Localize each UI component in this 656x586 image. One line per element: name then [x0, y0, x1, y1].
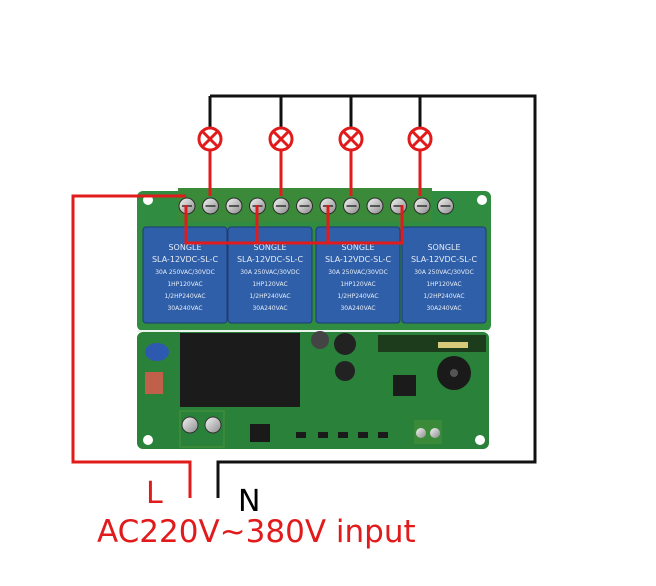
power-terminal-screw-l [181, 416, 199, 434]
capacitor-blue [145, 343, 169, 361]
relay-brand: SONGLE [168, 243, 201, 252]
mount-hole-bl [143, 435, 153, 445]
power-terminal-block [179, 410, 225, 448]
neutral-wire-top [210, 94, 537, 498]
relay-rating-1: 30A 250VAC/30VDC [155, 269, 215, 276]
lower-components [145, 331, 486, 448]
led-5 [378, 432, 388, 438]
led-3 [338, 432, 348, 438]
relay-rating-4: 30A240VAC [340, 305, 375, 312]
jumper [250, 424, 270, 442]
relay-rating-4: 30A240VAC [252, 305, 287, 312]
relay-model: SLA-12VDC-SL-C [411, 255, 477, 264]
relay-rating-2: 1HP120VAC [252, 281, 287, 288]
input-voltage-label: AC220V~380V input [97, 514, 416, 550]
dc-screw-2 [430, 428, 440, 438]
led-4 [358, 432, 368, 438]
relay-brand: SONGLE [341, 243, 374, 252]
transformer [180, 333, 300, 407]
dc-screw-1 [416, 428, 426, 438]
relay-rating-2: 1HP120VAC [340, 281, 375, 288]
top-terminal-block [178, 188, 454, 222]
relay-rating-3: 1/2HP240VAC [337, 293, 378, 300]
relay-rating-1: 30A 250VAC/30VDC [414, 269, 474, 276]
live-label: L [146, 476, 163, 511]
relay: SONGLE SLA-12VDC-SL-C 30A 250VAC/30VDC 1HP1… [315, 226, 401, 324]
lamp-icon [338, 126, 364, 152]
relay-rating-1: 30A 250VAC/30VDC [328, 269, 388, 276]
electrolytic-cap-1 [334, 333, 356, 355]
led-1 [296, 432, 306, 438]
relay-rating-3: 1/2HP240VAC [164, 293, 205, 300]
relay-model: SLA-12VDC-SL-C [152, 255, 218, 264]
relay-rating-4: 30A240VAC [426, 305, 461, 312]
ic-chip [393, 375, 416, 396]
live-wire [71, 194, 192, 498]
relay-group: SONGLE SLA-12VDC-SL-C 30A 250VAC/30VDC 1HP1… [142, 226, 487, 324]
neutral-label: N [238, 484, 261, 519]
fuse [145, 372, 163, 394]
relay-brand: SONGLE [253, 243, 286, 252]
lamp-group [197, 126, 433, 152]
mount-hole-br [475, 435, 485, 445]
relay-rating-3: 1/2HP240VAC [249, 293, 290, 300]
wiring [71, 94, 537, 498]
electrolytic-cap-2 [335, 361, 355, 381]
relay-model: SLA-12VDC-SL-C [237, 255, 303, 264]
relay-model: SLA-12VDC-SL-C [325, 255, 391, 264]
led-2 [318, 432, 328, 438]
lamp-icon [268, 126, 294, 152]
common-bridge [184, 205, 404, 245]
electrolytic-cap-3 [311, 331, 329, 349]
relay: SONGLE SLA-12VDC-SL-C 30A 250VAC/30VDC 1HP1… [401, 226, 487, 324]
relay-rating-3: 1/2HP240VAC [423, 293, 464, 300]
buzzer-center [450, 369, 458, 377]
relay-rating-4: 30A240VAC [167, 305, 202, 312]
antenna-coil [438, 342, 468, 348]
relay: SONGLE SLA-12VDC-SL-C 30A 250VAC/30VDC 1HP1… [227, 226, 313, 324]
radio-module [378, 335, 486, 352]
relay: SONGLE SLA-12VDC-SL-C 30A 250VAC/30VDC 1HP1… [142, 226, 228, 324]
lamp-icon [407, 126, 433, 152]
relay-rating-2: 1HP120VAC [426, 281, 461, 288]
relay-rating-1: 30A 250VAC/30VDC [240, 269, 300, 276]
relay-rating-2: 1HP120VAC [167, 281, 202, 288]
relay-brand: SONGLE [427, 243, 460, 252]
power-terminal-screw-n [204, 416, 222, 434]
lamp-icon [197, 126, 223, 152]
mount-hole-tr [477, 195, 487, 205]
